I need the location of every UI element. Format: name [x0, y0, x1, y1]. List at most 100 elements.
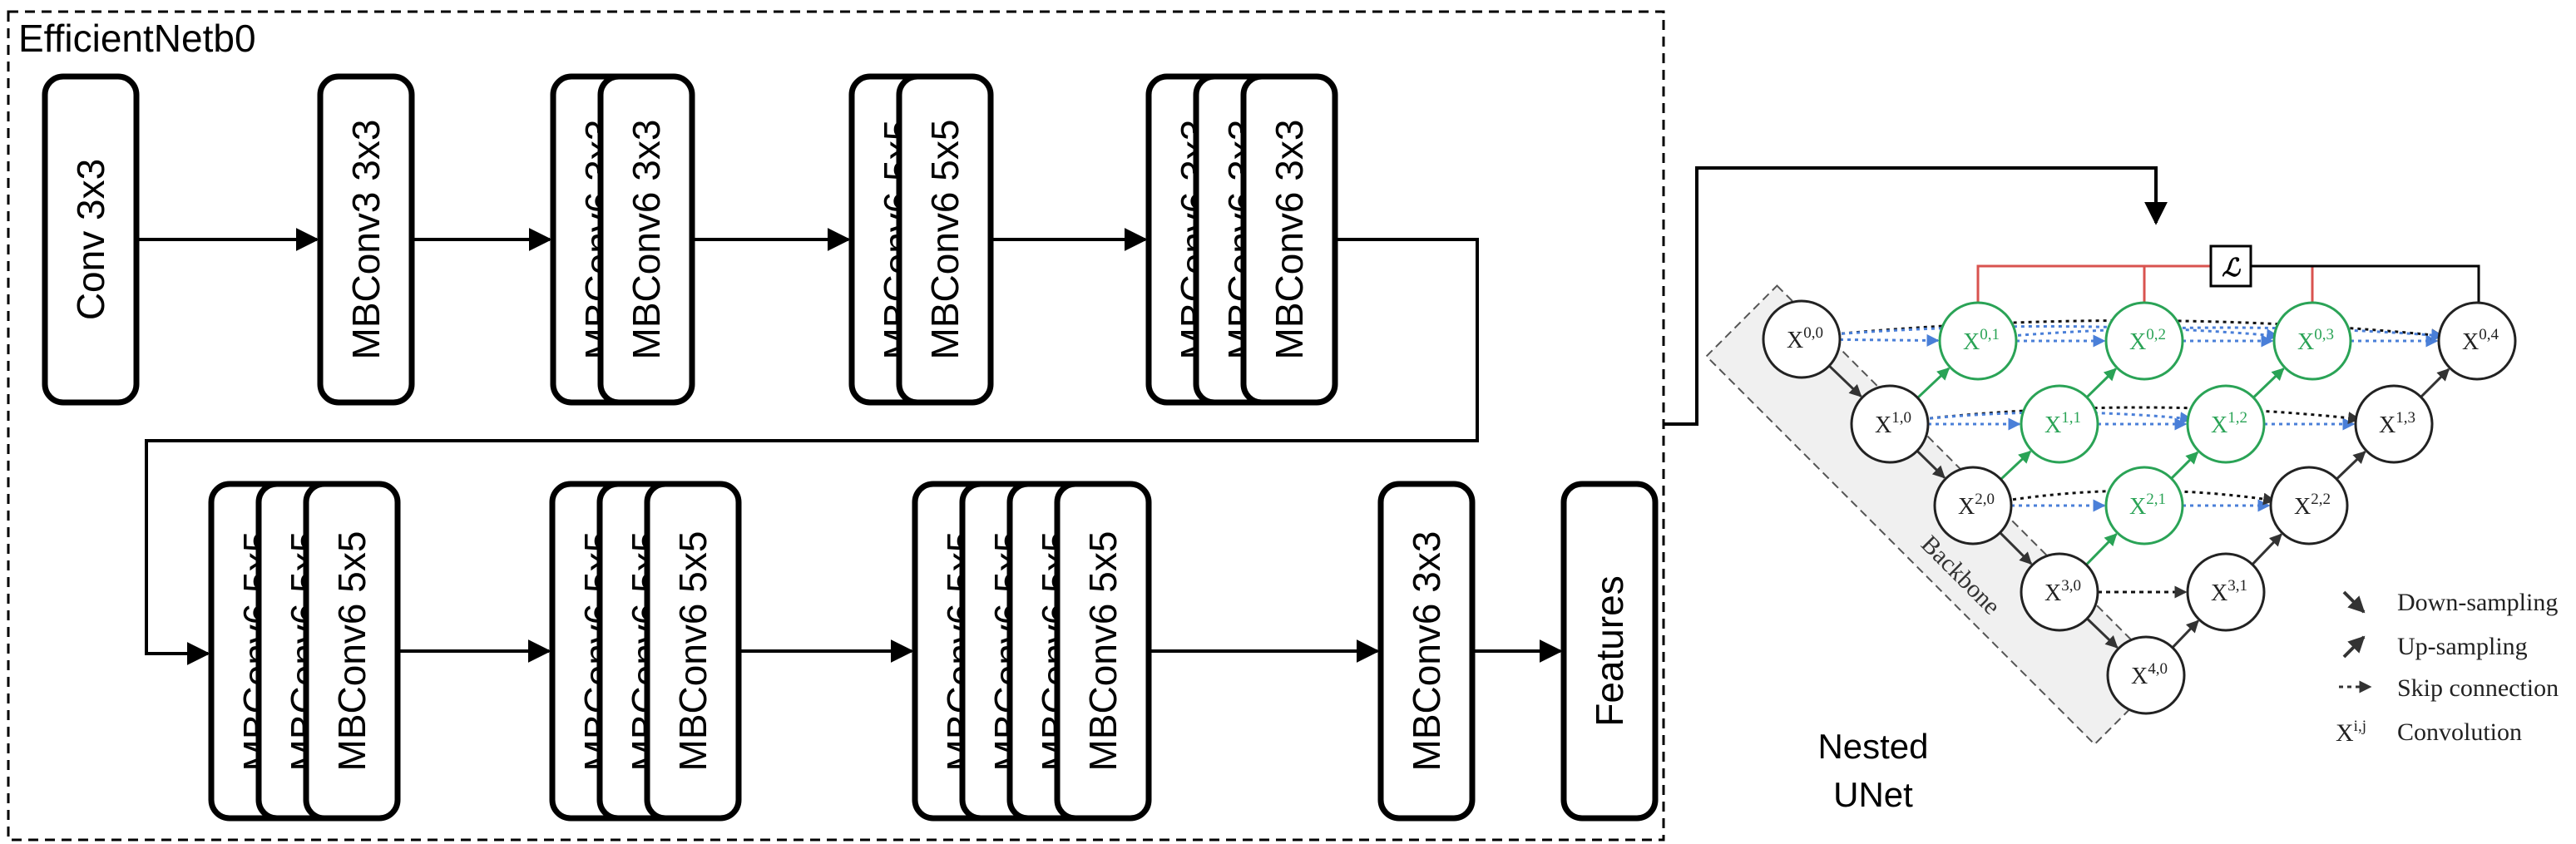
legend-conv-label: Convolution	[2397, 718, 2522, 746]
svg-text:X0,1: X0,1	[1963, 326, 2000, 355]
svg-text:X2,0: X2,0	[1958, 491, 1995, 520]
loss-box	[2209, 244, 2252, 288]
dense-skip-edge	[1839, 333, 1940, 347]
svg-text:X1,0: X1,0	[1875, 409, 1911, 438]
svg-text:X0,2: X0,2	[2129, 326, 2166, 355]
svg-text:X2,2: X2,2	[2294, 491, 2331, 520]
legend-skip-connection: Skip connection	[2339, 674, 2559, 702]
legend-up-label: Up-sampling	[2397, 633, 2528, 660]
svg-text:X1,3: X1,3	[2379, 409, 2415, 438]
dense-skip-edge	[1921, 411, 2193, 425]
unet-nodes: X0,0X1,0X2,0X3,0X4,0 X0,1 X0,2 X0,3X1,1 X1,2…	[1762, 299, 2517, 715]
block-label: MBConv6 3x3	[1268, 120, 1311, 360]
loss-branches	[1976, 264, 2314, 308]
encoder-to-unet-arrow	[1664, 166, 2168, 426]
skip-connection-edge	[1921, 406, 2361, 425]
block-mbconv6-5x5: MBConv6 5x5	[1054, 481, 1152, 822]
stage-mbconv6-3x3: MBConv6 3x3	[1377, 481, 1476, 822]
svg-text:X0,3: X0,3	[2297, 326, 2334, 355]
down-sampling-edge	[1999, 531, 2033, 565]
block-label: MBConv6 3x3	[1405, 531, 1448, 772]
stage-mbconv3-3x3: MBConv3 3x3	[317, 73, 415, 406]
down-sampling-edge	[1916, 450, 1946, 479]
block-mbconv3-3x3: MBConv3 3x3	[317, 73, 415, 406]
node-x-1-0: X1,0	[1850, 384, 1930, 464]
unet-caption: Nested UNet	[1817, 727, 1928, 814]
node-x-3-1: X3,1	[2186, 552, 2266, 632]
loss-symbol: ℒ	[2222, 254, 2241, 282]
row-wrap-arrow	[145, 238, 1479, 665]
block-mbconv6-5x5: MBConv6 5x5	[303, 481, 401, 822]
encoder-flow-arrows	[136, 228, 1563, 665]
down-sampling-edge	[1828, 364, 1862, 397]
encoder-title: EfficientNetb0	[18, 17, 256, 60]
up-sampling-edge	[2085, 368, 2117, 398]
up-sampling-edge	[1916, 367, 1951, 399]
svg-text:X0,4: X0,4	[2462, 326, 2499, 355]
block-label: MBConv6 5x5	[923, 120, 967, 360]
node-x-1-2: X1,2	[2186, 384, 2266, 464]
legend-conv-symbol: Xi,j	[2336, 718, 2366, 747]
loss-output-line	[2251, 264, 2480, 304]
node-x-0-3: X0,3	[2272, 301, 2352, 381]
node-x-0-0: X0,0	[1762, 299, 1842, 379]
block-label: MBConv6 5x5	[330, 531, 373, 772]
block-features: Features	[1560, 481, 1659, 822]
node-x-3-0: X3,0	[2020, 552, 2099, 632]
down-sampling-edge	[2086, 617, 2119, 649]
up-sampling-edge	[2171, 619, 2199, 649]
unet-caption-line-1: Nested	[1817, 727, 1928, 766]
down-arrow-icon	[2342, 590, 2366, 614]
block-label: Features	[1588, 575, 1631, 727]
dense-skip-edge	[1833, 324, 2280, 342]
stage-conv-3x3: Conv 3x3	[42, 73, 140, 406]
up-sampling-edge	[2170, 451, 2199, 480]
up-sampling-edge	[2000, 450, 2032, 481]
block-mbconv6-5x5: MBConv6 5x5	[644, 481, 742, 822]
up-sampling-edge	[2420, 368, 2450, 398]
block-mbconv6-3x3: MBConv6 3x3	[597, 73, 695, 406]
up-sampling-edge	[2251, 533, 2282, 565]
svg-text:X3,1: X3,1	[2211, 577, 2247, 606]
svg-text:X0,0: X0,0	[1787, 324, 1823, 353]
node-x-0-4: X0,4	[2437, 301, 2517, 381]
block-label: MBConv3 3x3	[344, 120, 388, 360]
legend-skip-label: Skip connection	[2397, 674, 2559, 702]
block-label: MBConv6 5x5	[1081, 531, 1125, 772]
node-x-2-2: X2,2	[2269, 466, 2349, 545]
node-x-0-2: X0,2	[2104, 301, 2184, 381]
block-mbconv6-3x3: MBConv6 3x3	[1240, 73, 1338, 406]
svg-text:X4,0: X4,0	[2131, 660, 2168, 689]
unet-connections	[1828, 319, 2450, 649]
svg-text:X1,1: X1,1	[2044, 409, 2081, 438]
stage-features: Features	[1560, 481, 1659, 822]
legend-convolution: Xi,j Convolution	[2336, 718, 2522, 747]
up-sampling-edge	[2252, 368, 2285, 399]
block-label: MBConv6 5x5	[671, 531, 714, 772]
dense-skip-edge	[2010, 326, 2445, 342]
svg-text:X3,0: X3,0	[2044, 577, 2081, 606]
block-mbconv6-5x5: MBConv6 5x5	[896, 73, 994, 406]
up-arrow-icon	[2342, 635, 2366, 659]
svg-text:X1,2: X1,2	[2211, 409, 2247, 438]
unet-caption-line-2: UNet	[1833, 775, 1913, 814]
block-conv-3x3: Conv 3x3	[42, 73, 140, 406]
up-sampling-edge	[2085, 533, 2118, 566]
node-x-1-1: X1,1	[2020, 384, 2099, 464]
block-label: Conv 3x3	[69, 159, 112, 320]
block-mbconv6-3x3: MBConv6 3x3	[1377, 481, 1476, 822]
node-x-1-3: X1,3	[2354, 384, 2434, 464]
node-x-0-1: X0,1	[1938, 301, 2018, 381]
node-x-2-1: X2,1	[2104, 466, 2184, 545]
